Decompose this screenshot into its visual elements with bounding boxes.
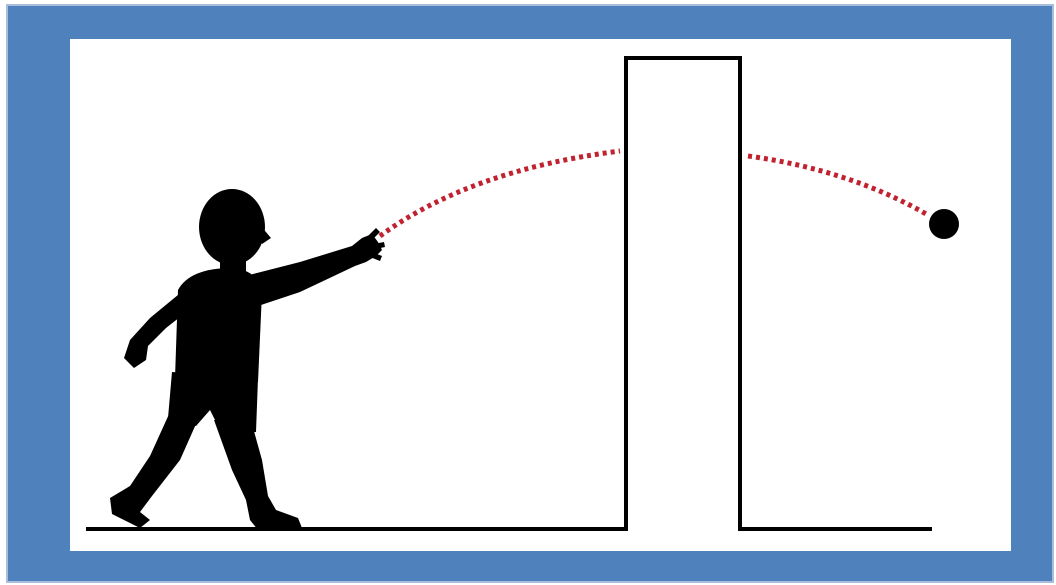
ball-icon xyxy=(929,209,959,239)
trajectory-right xyxy=(748,156,928,215)
child-throwing-silhouette-icon xyxy=(110,189,385,530)
trajectory-left xyxy=(380,151,620,236)
wall xyxy=(626,58,740,531)
